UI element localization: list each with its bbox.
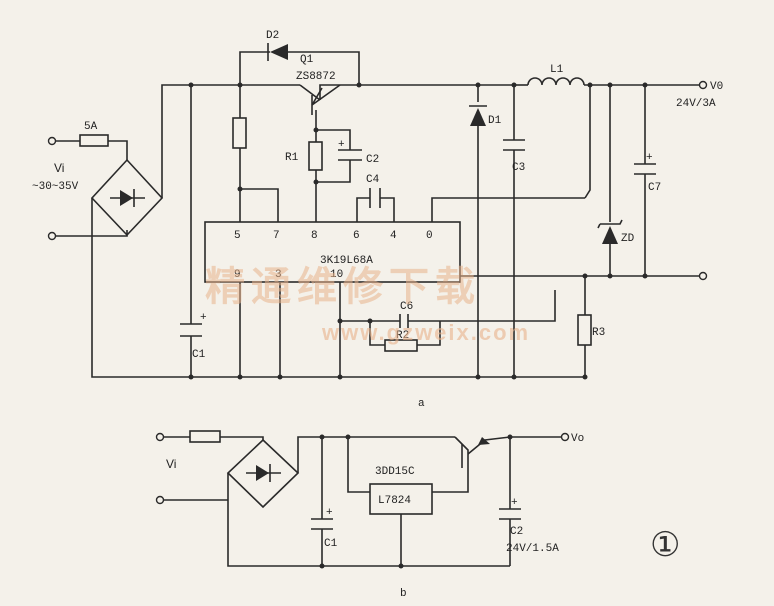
output-terminal-top — [698, 80, 708, 90]
resistor-pin5 — [232, 117, 247, 149]
ic-part-label: 3K19L68A — [320, 255, 373, 267]
capacitor-c7: + C7 — [634, 85, 661, 276]
zd-label: ZD — [621, 233, 635, 245]
pin-0: 0 — [426, 230, 433, 242]
transistor-3dd15c: 3DD15C — [375, 436, 511, 478]
diode-d2: D2 — [239, 30, 360, 85]
resistor-r2: R2 — [369, 321, 441, 352]
b-c2-label: C2 — [510, 526, 523, 538]
watermark-url: www.gzweix.com — [321, 320, 530, 345]
capacitor-c2: + C2 — [313, 139, 379, 185]
pin-6: 6 — [353, 230, 360, 242]
r2-label: R2 — [396, 330, 409, 342]
fuse-label: 5A — [84, 121, 98, 133]
l1-label: L1 — [550, 64, 564, 76]
output-label: V0 — [710, 81, 723, 93]
c3-label: C3 — [512, 162, 525, 174]
q1-part-label: ZS8872 — [296, 71, 336, 83]
watermark: 精通维修下载 www.gzweix.com — [205, 264, 530, 345]
resistor-r3: R3 — [577, 276, 605, 380]
d1-label: D1 — [488, 115, 502, 127]
b-capacitor-c1: + C1 — [311, 437, 338, 566]
input-terminal-bottom — [47, 231, 57, 241]
d2-label: D2 — [266, 30, 279, 42]
c1-label: C1 — [192, 349, 206, 361]
ic-3k19l68a: 5 7 8 6 4 0 3K19L68A 9 3 10 — [204, 221, 461, 283]
capacitor-c6: C6 — [337, 290, 556, 328]
regulator-label: L7824 — [378, 495, 411, 507]
svg-text:+: + — [200, 312, 207, 324]
inductor-l1: L1 — [514, 64, 700, 86]
zener-zd: ZD — [597, 85, 635, 276]
pin-4: 4 — [390, 230, 397, 242]
figure-number: ① — [650, 525, 680, 565]
b-input-terminal-top — [155, 432, 165, 442]
c6-label: C6 — [400, 301, 413, 313]
diode-d1: D1 — [469, 82, 502, 377]
b-transistor-label: 3DD15C — [375, 466, 415, 478]
r1-label: R1 — [285, 152, 299, 164]
output-rating-label: 24V/3A — [676, 98, 716, 110]
svg-text:+: + — [326, 507, 333, 519]
pin-9: 9 — [234, 269, 241, 281]
b-output-terminal — [560, 432, 570, 442]
pin-10: 10 — [330, 269, 343, 281]
b-fuse — [189, 430, 221, 443]
caption-a: a — [418, 398, 425, 410]
resistor-r1: R1 — [285, 127, 351, 222]
pin-7: 7 — [273, 230, 280, 242]
svg-text:+: + — [646, 152, 653, 164]
b-output-rating: 24V/1.5A — [506, 543, 559, 555]
r3-label: R3 — [592, 327, 605, 339]
input-label: Vi — [54, 161, 64, 175]
circuit-b: Vi + C1 L7824 3DD15 — [155, 430, 584, 600]
c2-label: C2 — [366, 154, 379, 166]
c7-label: C7 — [648, 182, 661, 194]
svg-text:+: + — [338, 139, 345, 151]
pin-8: 8 — [311, 230, 318, 242]
capacitor-c4: C4 — [356, 174, 395, 222]
b-input-terminal-bottom — [155, 495, 165, 505]
bridge-rectifier-a — [90, 158, 164, 237]
b-output-label: Vo — [571, 433, 584, 445]
transistor-q1: Q1 ZS8872 — [296, 54, 380, 130]
watermark-chinese: 精通维修下载 — [205, 264, 481, 310]
svg-text:+: + — [511, 497, 518, 509]
fuse-5a — [79, 134, 109, 147]
c4-label: C4 — [366, 174, 380, 186]
capacitor-c1-a: + C1 — [180, 85, 207, 377]
input-range-label: ~30~35V — [32, 181, 79, 193]
b-c1-label: C1 — [324, 538, 338, 550]
pin-5: 5 — [234, 230, 241, 242]
circuit-a: 5A Vi ~30~35V + C1 D2 — [32, 30, 723, 410]
caption-b: b — [400, 588, 407, 600]
bridge-rectifier-b — [226, 438, 300, 509]
input-terminal-top — [47, 136, 57, 146]
pin-3: 3 — [275, 269, 282, 281]
output-terminal-bottom — [698, 271, 708, 281]
regulator-l7824: L7824 — [347, 437, 469, 569]
q1-label: Q1 — [300, 54, 314, 66]
b-capacitor-c2: + C2 24V/1.5A — [499, 437, 559, 566]
b-input-label: Vi — [166, 457, 176, 471]
